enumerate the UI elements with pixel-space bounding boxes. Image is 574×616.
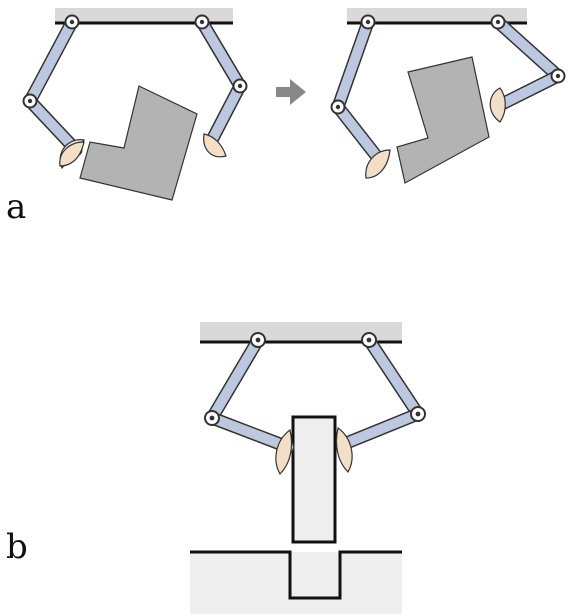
joints xyxy=(204,332,426,426)
ceiling-plate xyxy=(347,8,527,23)
right-finger xyxy=(335,333,425,473)
panel-a-before xyxy=(22,8,248,201)
right-arrow-icon xyxy=(276,79,306,105)
right-finger xyxy=(489,15,565,123)
ground-block xyxy=(190,552,402,614)
panel-b xyxy=(190,322,426,614)
inserted-post xyxy=(291,415,337,544)
ceiling-plate xyxy=(200,322,402,342)
ground-outline xyxy=(190,550,402,600)
panel-label-a: a xyxy=(6,187,27,227)
left-finger xyxy=(205,333,295,475)
left-finger xyxy=(331,15,391,179)
joints xyxy=(22,14,248,109)
right-finger xyxy=(195,15,247,158)
grasped-object xyxy=(396,56,490,184)
panel-a-after xyxy=(330,8,566,184)
panel-label-b: b xyxy=(6,527,28,567)
grasped-object xyxy=(79,85,198,201)
ceiling-plate xyxy=(55,8,233,23)
left-finger xyxy=(23,15,86,170)
joints xyxy=(330,14,566,115)
